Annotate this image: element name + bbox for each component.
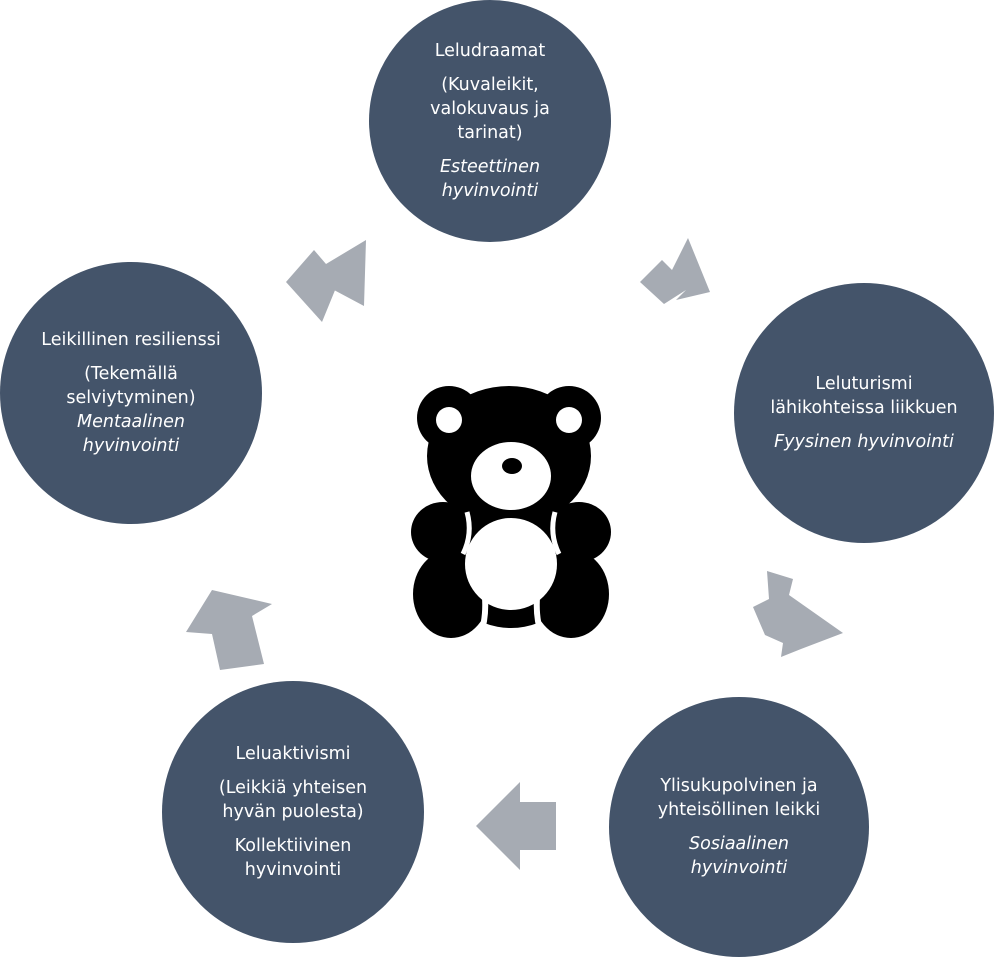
node-bottom-left-detail: (Leikkiä yhteisen hyvän puolesta) bbox=[218, 778, 368, 822]
teddy-bear-icon bbox=[411, 386, 611, 640]
node-bottom-left-wellbeing: Kollektiivinen hyvinvointi bbox=[234, 836, 352, 880]
arrow-left-to-top bbox=[286, 240, 366, 322]
arrow-bottom-left-to-left bbox=[186, 590, 272, 670]
node-top-title: Leludraamat bbox=[434, 41, 546, 61]
node-right-wellbeing: Fyysinen hyvinvointi bbox=[774, 432, 954, 452]
node-left-detail: (Tekemällä selviytyminen) bbox=[66, 364, 196, 408]
node-bottom-right-circle: Ylisukupolvinen ja yhteisöllinen leikki … bbox=[609, 697, 869, 957]
arrow-right-to-bottom-right bbox=[753, 571, 843, 657]
node-bottom-right-wellbeing: Sosiaalinen hyvinvointi bbox=[689, 834, 789, 878]
arrow-bottom-right-to-bottom-left bbox=[476, 782, 556, 870]
node-left-title: Leikillinen resilienssi bbox=[41, 330, 221, 350]
node-bottom-left-circle: Leluaktivismi (Leikkiä yhteisen hyvän pu… bbox=[162, 681, 424, 943]
node-bottom-left-title: Leluaktivismi bbox=[235, 744, 351, 764]
node-right-circle: Leluturismi lähikohteissa liikkuen Fyysi… bbox=[734, 283, 994, 543]
arrow-top-to-right bbox=[640, 238, 710, 304]
node-left-circle: Leikillinen resilienssi (Tekemällä selvi… bbox=[0, 262, 262, 524]
node-top-wellbeing: Esteettinen hyvinvointi bbox=[439, 157, 541, 201]
node-top-detail: (Kuvaleikit, valokuvaus ja tarinat) bbox=[430, 75, 550, 143]
node-left-wellbeing: Mentaalinen hyvinvointi bbox=[77, 412, 185, 456]
node-right-title: Leluturismi lähikohteissa liikkuen bbox=[770, 374, 958, 418]
node-bottom-right-title: Ylisukupolvinen ja yhteisöllinen leikki bbox=[657, 776, 821, 820]
node-top-circle: Leludraamat (Kuvaleikit, valokuvaus ja t… bbox=[369, 0, 611, 242]
